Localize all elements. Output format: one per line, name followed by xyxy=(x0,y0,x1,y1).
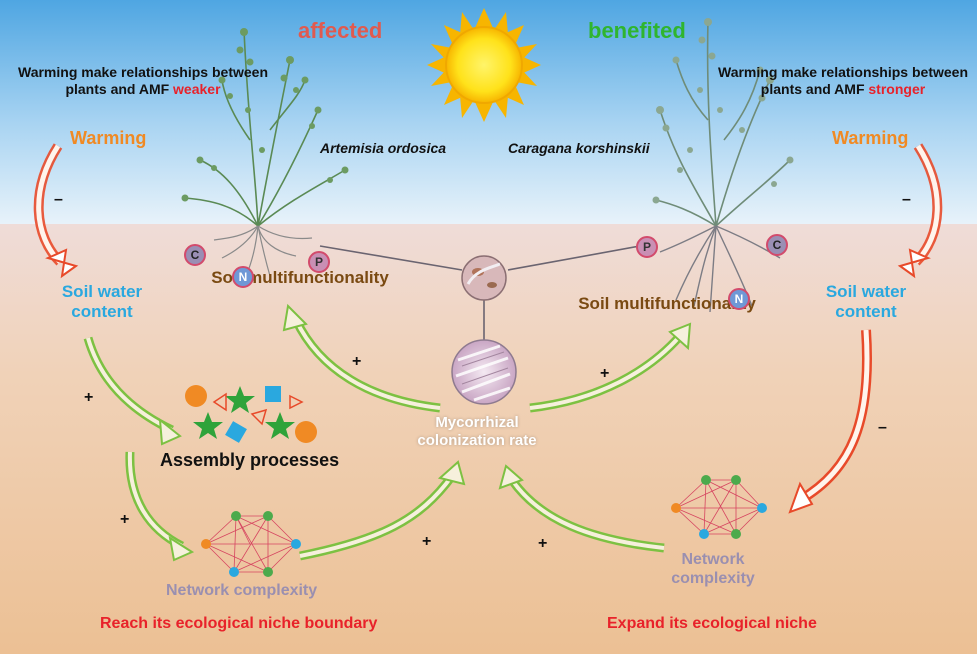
sign-plus-network-left: + xyxy=(120,511,130,528)
sun-icon xyxy=(427,8,541,122)
colonization-to-soil-multifunctionality-arrow-left xyxy=(282,303,441,413)
species-label-left: Artemisia ordosica xyxy=(320,140,447,156)
species-label-right: Caragana korshinskii xyxy=(508,140,650,156)
footer-right-label: Expand its ecological niche xyxy=(607,615,817,632)
note-right-text: Warming make relationships between plant… xyxy=(718,64,968,97)
soil-water-to-network-arrow-left xyxy=(125,451,195,562)
soil-water-content-label-left: Soil water content xyxy=(61,282,143,322)
network-to-colonization-arrow-left xyxy=(299,460,466,561)
network-complexity-graph-left xyxy=(201,511,301,577)
note-left-emphasis: weaker xyxy=(173,80,221,97)
warming-to-soil-water-arrow-right xyxy=(897,143,943,279)
sign-plus-smf-right: + xyxy=(600,365,610,382)
connection-lines xyxy=(319,245,641,340)
carbon-badge-right: C xyxy=(766,234,788,256)
benefited-label: benefited xyxy=(588,18,686,43)
note-right-emphasis: stronger xyxy=(868,80,926,97)
warming-to-soil-water-arrow-left xyxy=(33,143,79,279)
soil-water-to-assembly-arrow xyxy=(83,336,182,446)
network-complexity-label-right: Network complexity xyxy=(671,551,755,588)
soil-water-to-network-arrow-right xyxy=(788,329,872,514)
network-to-colonization-arrow-right xyxy=(498,464,665,553)
sign-plus-smf-left: + xyxy=(352,353,362,370)
note-left: Warming make relationships between plant… xyxy=(18,64,268,98)
network-complexity-graph-right xyxy=(671,475,767,539)
sign-minus-network-right: – xyxy=(878,419,887,436)
sign-plus-colonization-right: + xyxy=(538,535,548,552)
soil-multifunctionality-label-left: Soil multifunctionality xyxy=(211,268,389,287)
carbon-badge-left: C xyxy=(184,244,206,266)
nitrogen-badge-right: N xyxy=(728,288,750,310)
assembly-symbols xyxy=(185,385,317,443)
artemisia-plant-illustration xyxy=(181,28,349,227)
note-left-text: Warming make relationships between plant… xyxy=(18,64,268,97)
sign-plus-colonization-left: + xyxy=(422,533,432,550)
assembly-processes-label: Assembly processes xyxy=(160,450,340,470)
soil-multifunctionality-label-right: Soil multifunctionality xyxy=(578,294,756,313)
caragana-plant-illustration xyxy=(652,18,794,227)
network-complexity-label-left: Network complexity xyxy=(166,582,318,599)
mycorrhizal-colonization-rate-label: Mycorrhizal colonization rate xyxy=(417,414,537,449)
phosphorus-badge-left: P xyxy=(308,251,330,273)
note-right: Warming make relationships between plant… xyxy=(712,64,974,98)
phosphorus-badge-right: P xyxy=(636,236,658,258)
soil-particle-icon xyxy=(461,255,507,301)
footer-left-label: Reach its ecological niche boundary xyxy=(100,615,378,632)
mycorrhizal-cell-icon xyxy=(451,339,517,405)
soil-water-content-label-right: Soil water content xyxy=(825,282,907,322)
affected-label: affected xyxy=(298,18,383,43)
sign-minus-right: – xyxy=(902,191,911,208)
sign-plus-assembly: + xyxy=(84,389,94,406)
sign-minus-left: – xyxy=(54,191,63,208)
colonization-to-soil-multifunctionality-arrow-right xyxy=(529,322,692,413)
warming-label-left: Warming xyxy=(70,128,147,148)
nitrogen-badge-left: N xyxy=(232,266,254,288)
positive-arrows xyxy=(83,303,692,562)
warming-label-right: Warming xyxy=(832,128,909,148)
